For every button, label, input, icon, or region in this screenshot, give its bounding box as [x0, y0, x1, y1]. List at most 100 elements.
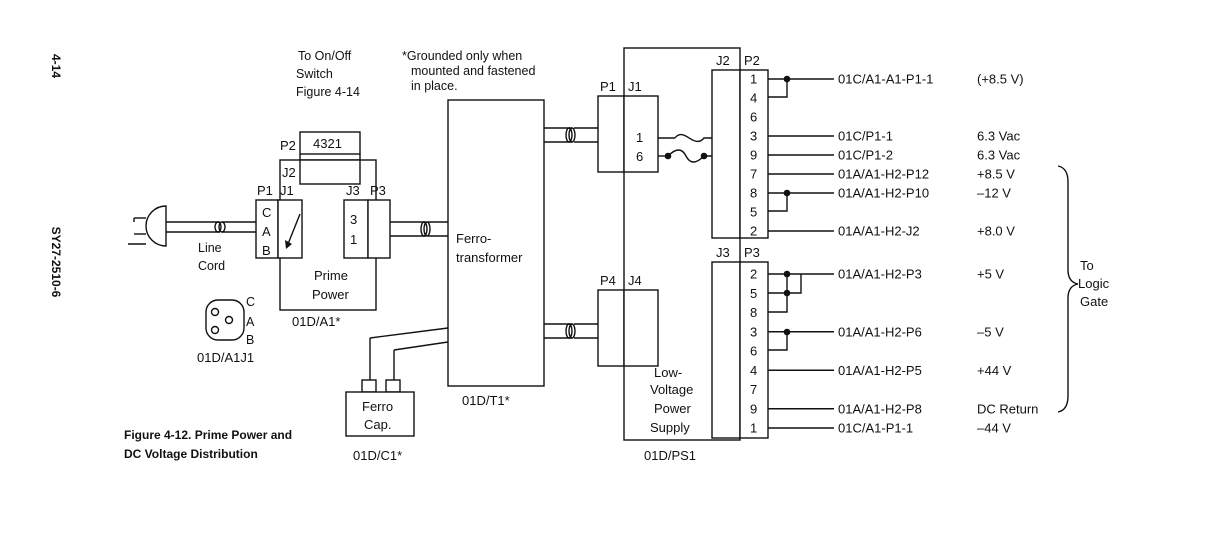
p3_outputs-voltage-8: –44 V [977, 421, 1011, 436]
grounding-note-line3: in place. [411, 79, 458, 93]
prime-p2-label: P2 [280, 138, 296, 153]
p2_outputs-signal-3: 01C/P1-1 [838, 129, 893, 144]
line-cord-label-line2: Cord [198, 259, 225, 273]
p3_outputs-pin-6: 7 [750, 382, 757, 397]
prime-power-block [255, 131, 391, 311]
p2_outputs-voltage-3: 6.3 Vac [977, 129, 1021, 144]
ps-name-line2: Voltage [650, 382, 693, 397]
ps-j1-pin-1: 1 [636, 130, 643, 145]
p3_outputs-signal-8: 01C/A1-P1-1 [838, 421, 913, 436]
ferro-transformer-name-line1: Ferro- [456, 231, 491, 246]
ferro-cap-name-line2: Cap. [364, 417, 391, 432]
p2_outputs-pin-1: 4 [750, 91, 757, 106]
prime-p3-label: P3 [370, 183, 386, 198]
ferro-cap-name-line1: Ferro [362, 399, 393, 414]
j1-internal-wiring [658, 133, 712, 163]
p3_outputs-signal-7: 01A/A1-H2-P8 [838, 401, 922, 416]
p2_outputs-pin-8: 2 [750, 224, 757, 239]
p3_outputs-pin-8: 1 [750, 421, 757, 436]
p2_outputs-pin-0: 1 [750, 72, 757, 87]
prime-power-ref: 01D/A1* [292, 314, 340, 329]
p3_outputs-voltage-3: –5 V [977, 324, 1004, 339]
logic-gate-line2: Logic [1078, 276, 1110, 291]
p2_outputs-signal-6: 01A/A1-H2-P10 [838, 186, 929, 201]
ps-j2-label: J2 [716, 53, 730, 68]
ps-ref: 01D/PS1 [644, 448, 696, 463]
p2_outputs-voltage-6: –12 V [977, 186, 1011, 201]
receptacle-pin-b: B [246, 333, 254, 347]
switch-ref-line3: Figure 4-14 [296, 85, 360, 99]
p3_outputs-pin-4: 6 [750, 344, 757, 359]
p2_outputs-voltage-4: 6.3 Vac [977, 148, 1021, 163]
p3_outputs-pin-2: 8 [750, 305, 757, 320]
p2_outputs-voltage-0: (+8.5 V) [977, 72, 1024, 87]
ferro-transformer-block [447, 99, 545, 387]
p3_outputs-pin-5: 4 [750, 363, 757, 378]
p2_outputs-pin-6: 8 [750, 186, 757, 201]
ps-p4-label: P4 [600, 273, 616, 288]
prime-j3-label: J3 [346, 183, 360, 198]
prime-p1-pin-a: A [262, 224, 271, 239]
p2_outputs-pin-4: 9 [750, 148, 757, 163]
prime-to-ferro-cable [390, 221, 448, 237]
prime-p1-pin-b: B [262, 243, 271, 258]
ferro-to-ps-cable-bottom [544, 323, 598, 339]
figure-caption-line1: Figure 4-12. Prime Power and [124, 428, 292, 442]
prime-j3-pin-3: 3 [350, 212, 357, 227]
ps-j1-pin-6: 6 [636, 149, 643, 164]
prime-power-name-line1: Prime [314, 268, 348, 283]
p3_outputs-signal-3: 01A/A1-H2-P6 [838, 324, 922, 339]
grounding-note-line2: mounted and fastened [411, 64, 535, 78]
p3-pin-group: 2 01A/A1-H2-P3 +5 V 5 8 3 01A/A1-H2-P6 –5 V 6 4 01… [750, 267, 1038, 436]
receptacle-label: 01D/A1J1 [197, 350, 254, 365]
p2_outputs-signal-5: 01A/A1-H2-P12 [838, 167, 929, 182]
p2_outputs-pin-3: 3 [750, 129, 757, 144]
p3_outputs-pin-7: 9 [750, 401, 757, 416]
ps-j4-label: J4 [628, 273, 642, 288]
prime-j1-label: J1 [280, 183, 294, 198]
line-cord-label-line1: Line [198, 241, 222, 255]
p2_outputs-pin-5: 7 [750, 167, 757, 182]
logic-gate-line3: Gate [1080, 294, 1108, 309]
prime-j3-pin-1: 1 [350, 232, 357, 247]
ferro-cap-block [345, 327, 449, 437]
ferro-cap-ref: 01D/C1* [353, 448, 402, 463]
ps-name-line3: Power [654, 401, 692, 416]
prime-power-name-line2: Power [312, 287, 350, 302]
doc-number: SY27-2510-6 [49, 227, 63, 298]
ps-p3-label: P3 [744, 245, 760, 260]
receptacle-pin-c: C [246, 295, 255, 309]
p3_outputs-signal-5: 01A/A1-H2-P5 [838, 363, 922, 378]
p3_outputs-pin-1: 5 [750, 286, 757, 301]
p3_outputs-pin-0: 2 [750, 267, 757, 282]
receptacle-pin-a: A [246, 315, 255, 329]
prime-p1-pin-c: C [262, 205, 271, 220]
p3_outputs-pin-3: 3 [750, 324, 757, 339]
p2_outputs-signal-0: 01C/A1-A1-P1-1 [838, 72, 933, 87]
pin-jumpers [768, 75, 802, 351]
p3_outputs-voltage-5: +44 V [977, 363, 1012, 378]
logic-gate-brace [1057, 165, 1079, 413]
receptacle-icon [205, 299, 245, 341]
switch-ref-line1: To On/Off [298, 49, 352, 63]
grounding-note-line1: *Grounded only when [402, 49, 522, 63]
ferro-transformer-ref: 01D/T1* [462, 393, 510, 408]
p2_outputs-signal-8: 01A/A1-H2-J2 [838, 224, 920, 239]
p3_outputs-voltage-7: DC Return [977, 401, 1038, 416]
ps-name-line4: Supply [650, 420, 690, 435]
ps-p1-label: P1 [600, 79, 616, 94]
ps-name-line1: Low- [654, 365, 682, 380]
logic-gate-line1: To [1080, 258, 1094, 273]
switch-ref-line2: Switch [296, 67, 333, 81]
prime-j2-label: J2 [282, 165, 296, 180]
figure-caption-line2: DC Voltage Distribution [124, 447, 258, 461]
ps-p2-label: P2 [744, 53, 760, 68]
p3_outputs-signal-0: 01A/A1-H2-P3 [838, 267, 922, 282]
line-cord-plug [128, 205, 262, 247]
ps-j3-label: J3 [716, 245, 730, 260]
p3_outputs-voltage-0: +5 V [977, 267, 1004, 282]
p2_outputs-pin-7: 5 [750, 205, 757, 220]
p2_outputs-signal-4: 01C/P1-2 [838, 148, 893, 163]
